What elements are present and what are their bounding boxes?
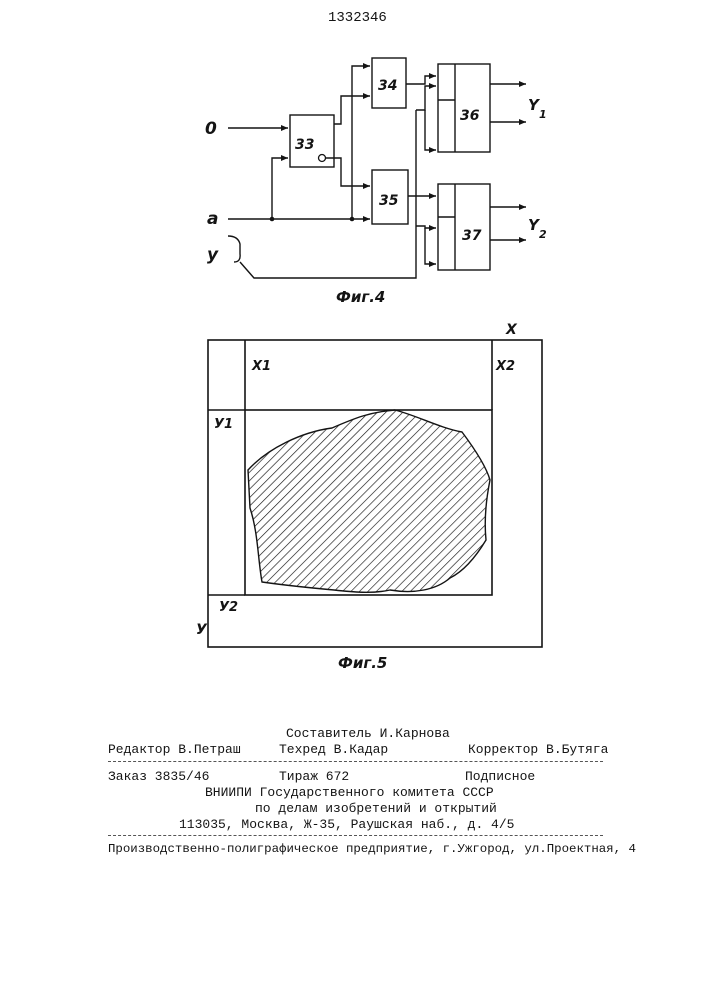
org-line-2: по делам изобретений и открытий [255, 801, 497, 816]
label-y1: У1 [214, 417, 233, 432]
printer: Производственно-полиграфическое предприя… [108, 842, 636, 856]
block-37 [438, 184, 490, 270]
input-y-label: y [207, 245, 219, 265]
circulation: Тираж 672 [279, 769, 349, 784]
divider-2 [108, 835, 603, 836]
org-line-1: ВНИИПИ Государственного комитета СССР [205, 785, 494, 800]
corrector: Корректор В.Бутяга [468, 742, 608, 757]
subscription: Подписное [465, 769, 535, 784]
address: 113035, Москва, Ж-35, Раушская наб., д. … [179, 817, 514, 832]
figure-4-diagram: 0 a y 33 34 35 36 37 Y 1 Y 2 Фиг.4 [0, 0, 707, 320]
block-34-label: 34 [378, 78, 397, 94]
editor: Редактор В.Петраш [108, 742, 241, 757]
block-35-label: 35 [379, 193, 399, 209]
block-33-label: 33 [295, 137, 314, 153]
label-x1: X1 [251, 359, 271, 374]
figure-5-caption: Фиг.5 [338, 654, 387, 672]
label-x2: X2 [495, 359, 515, 374]
order: Заказ 3835/46 [108, 769, 209, 784]
block-36-label: 36 [460, 108, 480, 124]
hatched-object [248, 410, 490, 592]
figure-4-caption: Фиг.4 [336, 288, 385, 306]
input-x-label: 0 [205, 119, 217, 139]
figure-5-diagram: X X1 X2 У1 У2 У Фиг.5 [0, 310, 707, 680]
compiler: Составитель И.Карнова [286, 726, 450, 741]
input-a-label: a [207, 209, 218, 229]
label-x: X [505, 322, 518, 338]
techred: Техред В.Кадар [279, 742, 388, 757]
block-37-label: 37 [462, 228, 482, 244]
divider-1 [108, 761, 603, 762]
output-y2-subscript: 2 [539, 228, 547, 241]
label-y: У [196, 622, 208, 638]
output-y1-subscript: 1 [539, 108, 547, 121]
label-y2: У2 [219, 600, 238, 615]
